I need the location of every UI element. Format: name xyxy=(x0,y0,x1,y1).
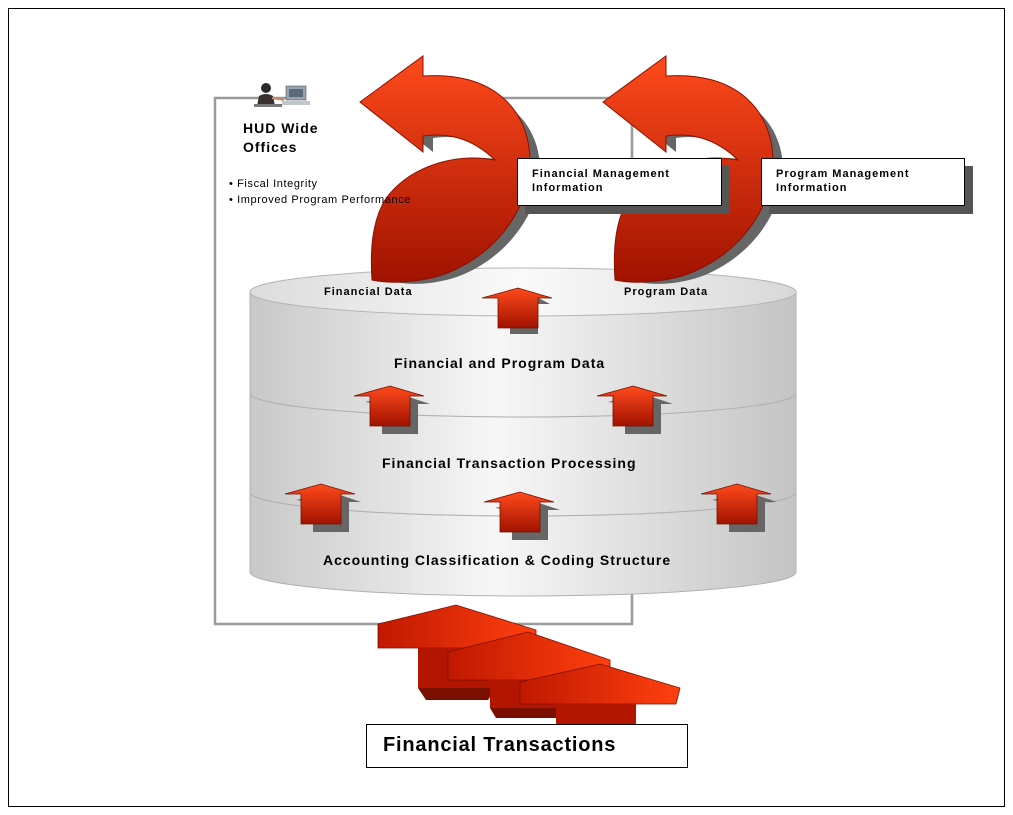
program-data-label: Program Data xyxy=(624,286,709,298)
page-frame xyxy=(8,8,1005,807)
hud-title-line2: Offices xyxy=(243,139,298,155)
financial-curve-arrow xyxy=(359,55,531,283)
up-arrow-mid-left xyxy=(353,385,430,434)
layer-financial-program-data: Financial and Program Data xyxy=(394,355,606,371)
program-mgmt-info-box: Program Management Information xyxy=(761,158,965,206)
hud-benefits-list: • Fiscal Integrity • Improved Program Pe… xyxy=(229,176,411,208)
hud-title-line1: HUD Wide xyxy=(243,120,319,136)
financial-mgmt-line2: Information xyxy=(532,182,604,194)
financial-transactions-label: Financial Transactions xyxy=(383,734,617,756)
hud-boundary xyxy=(213,96,634,626)
person-computer-icon xyxy=(254,83,310,107)
up-arrow-bottom-left xyxy=(284,483,361,532)
program-mgmt-line1: Program Management xyxy=(776,168,910,180)
layer-accounting-classification: Accounting Classification & Coding Struc… xyxy=(323,552,672,568)
program-mgmt-line2: Information xyxy=(776,182,848,194)
layer-transaction-processing: Financial Transaction Processing xyxy=(382,455,637,471)
financial-transactions-box: Financial Transactions xyxy=(366,724,688,768)
up-arrow-mid-right xyxy=(596,385,673,434)
input-arrow-front xyxy=(519,663,681,724)
financial-mgmt-info-box: Financial Management Information xyxy=(517,158,722,206)
benefit-item: • Fiscal Integrity xyxy=(229,178,318,190)
financial-data-label: Financial Data xyxy=(324,286,413,298)
financial-mgmt-line1: Financial Management xyxy=(532,168,670,180)
hud-title: HUD Wide Offices xyxy=(243,119,319,157)
up-arrow-top-center xyxy=(481,287,553,334)
up-arrow-bottom-right xyxy=(700,483,777,532)
up-arrow-bottom-center xyxy=(483,491,560,540)
benefit-item: • Improved Program Performance xyxy=(229,194,412,206)
